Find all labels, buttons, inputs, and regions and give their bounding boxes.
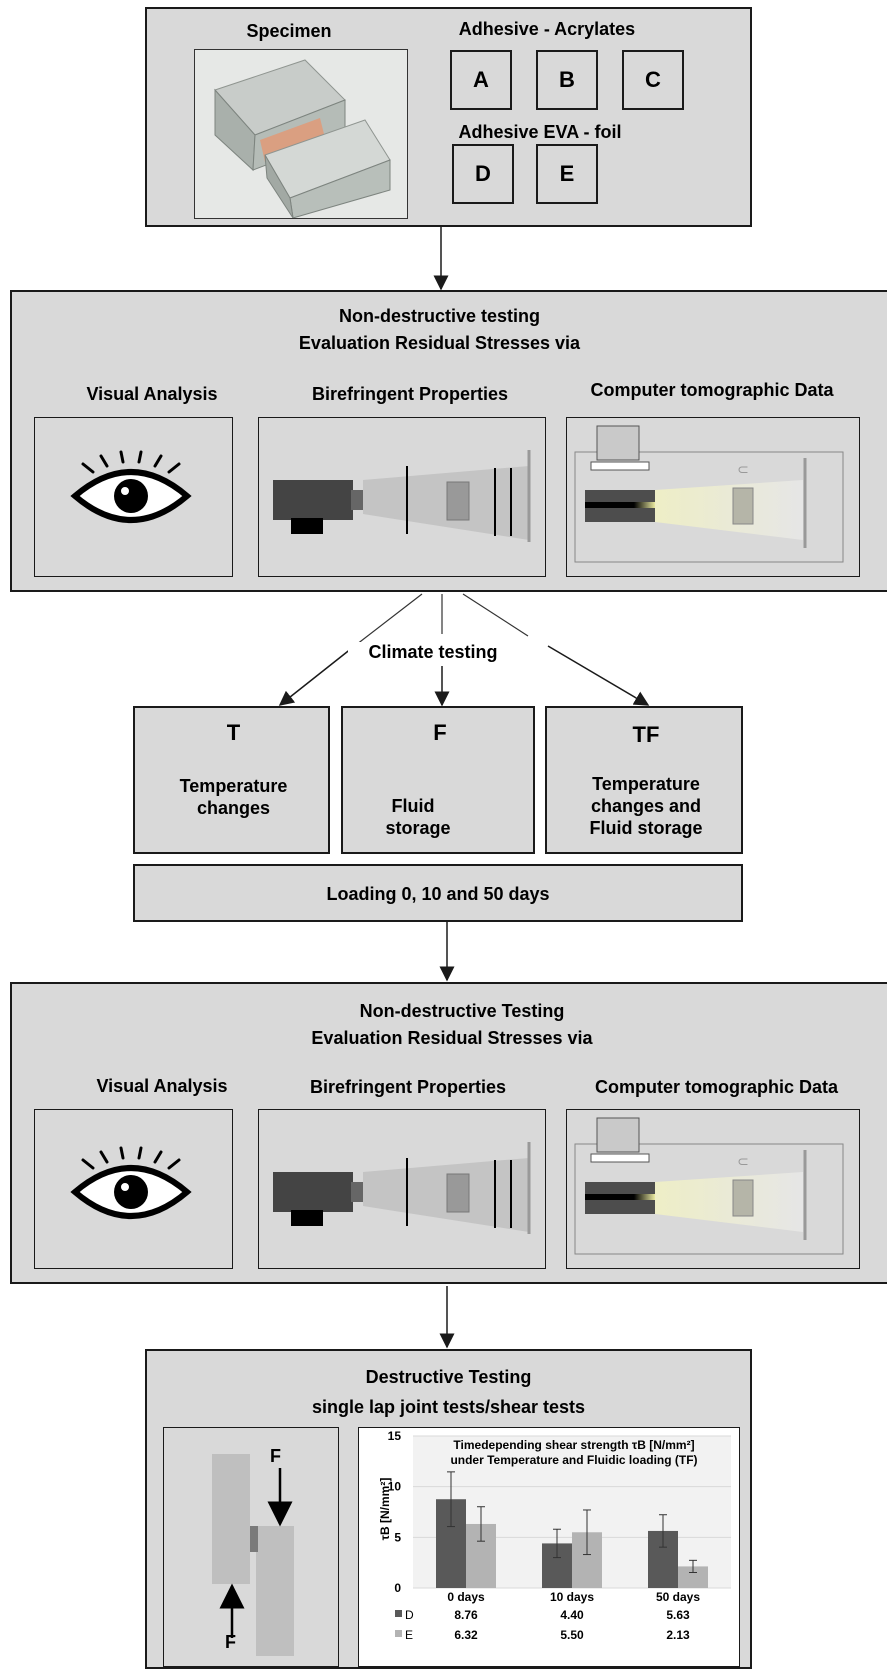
adhesive-a: A — [450, 50, 512, 110]
ndt-block-1: Non-destructive testing Evaluation Resid… — [10, 290, 887, 592]
force-label-top: F — [270, 1446, 281, 1466]
climate-testing-label: Climate testing — [348, 642, 518, 663]
data-label: 2.13 — [666, 1628, 690, 1642]
acrylates-label: Adhesive - Acrylates — [458, 19, 636, 39]
climate-F-line2: storage — [385, 818, 451, 838]
ndt2-title-line2: Evaluation Residual Stresses via — [311, 1028, 593, 1048]
climate-T-code: T — [226, 720, 241, 745]
y-tick-label: 10 — [388, 1480, 402, 1494]
ndt2-visual-label: Visual Analysis — [96, 1076, 228, 1096]
climate-F-code: F — [433, 720, 447, 745]
shear-strength-chart: 0 5 10 15 0 days 10 days 50 days D 8.76 4.40 5.6… — [388, 1429, 731, 1642]
ndt1-title-line2: Evaluation Residual Stresses via — [298, 333, 581, 353]
legend-label-D: D — [405, 1608, 414, 1622]
destructive-block: Destructive Testing single lap joint tes… — [145, 1349, 752, 1669]
loading-panel: Loading 0, 10 and 50 days — [133, 864, 743, 922]
ndt2-ct-label: Computer tomographic Data — [594, 1077, 839, 1097]
adhesive-c: C — [622, 50, 684, 110]
legend-swatch-D — [395, 1610, 402, 1617]
y-tick-label: 0 — [394, 1581, 401, 1595]
data-label: 6.32 — [454, 1628, 478, 1642]
polariscope-illustration — [273, 1142, 531, 1234]
adhesive-d: D — [452, 144, 514, 204]
eva-label: Adhesive EVA - foil — [458, 122, 622, 142]
y-tick-label: 5 — [394, 1530, 401, 1544]
data-label: 5.63 — [666, 1608, 690, 1622]
ndt1-birefringent-panel — [258, 417, 546, 577]
climate-TF-panel: TF Temperature changes and Fluid storage — [545, 706, 743, 854]
ndt2-birefringent-panel — [258, 1109, 546, 1269]
lap-joint-panel: F F — [163, 1427, 339, 1667]
destructive-title-line2: single lap joint tests/shear tests — [311, 1397, 586, 1417]
data-label: 5.50 — [560, 1628, 584, 1642]
shear-chart-panel: 0 5 10 15 0 days 10 days 50 days D 8.76 4.40 5.6… — [358, 1427, 740, 1667]
ndt2-title-line1: Non-destructive Testing — [359, 1001, 565, 1021]
ct-scanner-illustration: ⊂ — [574, 1117, 844, 1255]
ndt1-visual-label: Visual Analysis — [86, 384, 218, 404]
x-tick-label: 10 days — [550, 1590, 594, 1604]
legend-swatch-E — [395, 1630, 402, 1637]
chart-y-axis-label: τB [N/mm²] — [378, 1477, 392, 1541]
ndt2-visual-panel — [34, 1109, 233, 1269]
chart-title-line2: under Temperature and Fluidic loading (T… — [450, 1453, 698, 1467]
climate-F-panel: F Fluid storage — [341, 706, 535, 854]
legend-label-E: E — [405, 1628, 413, 1642]
ndt2-birefringent-label: Birefringent Properties — [309, 1077, 507, 1097]
svg-text:⊂: ⊂ — [737, 1154, 749, 1170]
polariscope-illustration — [273, 450, 531, 542]
loading-label: Loading 0, 10 and 50 days — [326, 884, 550, 904]
climate-TF-line2: changes and — [590, 796, 702, 816]
specimen-label: Specimen — [246, 21, 332, 41]
data-label: 8.76 — [454, 1608, 478, 1622]
climate-T-line1: Temperature — [179, 776, 288, 796]
specimen-photo — [194, 49, 408, 219]
arrow-to-T — [278, 647, 353, 706]
climate-block: T Temperature changes F Fluid storage TF… — [133, 706, 743, 922]
ct-scanner-illustration: ⊂ — [574, 425, 844, 563]
lap-joint-illustration — [212, 1454, 294, 1656]
adhesive-b: B — [536, 50, 598, 110]
chart-title-line1: Timedepending shear strength τB [N/mm²] — [453, 1438, 695, 1452]
climate-TF-line1: Temperature — [592, 774, 700, 794]
ndt2-ct-panel: ⊂ — [566, 1109, 860, 1269]
y-tick-label: 15 — [388, 1429, 402, 1443]
arrow-to-TF — [547, 645, 650, 706]
x-tick-label: 50 days — [656, 1590, 700, 1604]
eye-icon — [70, 1146, 192, 1219]
destructive-title-line1: Destructive Testing — [365, 1367, 532, 1387]
ndt1-ct-label: Computer tomographic Data — [590, 380, 834, 400]
bar-E-2 — [678, 1566, 708, 1588]
ndt1-title-line1: Non-destructive testing — [338, 306, 541, 326]
ndt1-birefringent-label: Birefringent Properties — [311, 384, 509, 404]
adhesive-e: E — [536, 144, 598, 204]
eye-icon — [70, 450, 192, 523]
climate-T-line2: changes — [196, 798, 271, 818]
specimen-block: Specimen Adhesive - Acrylates A B C Adhe… — [145, 7, 752, 227]
ndt1-ct-panel: ⊂ — [566, 417, 860, 577]
climate-F-line1: Fluid — [391, 796, 435, 816]
data-label: 4.40 — [560, 1608, 584, 1622]
svg-text:⊂: ⊂ — [737, 462, 749, 478]
climate-T-panel: T Temperature changes — [133, 706, 330, 854]
split-line-left — [351, 593, 423, 649]
climate-TF-line3: Fluid storage — [589, 818, 703, 838]
climate-TF-code: TF — [632, 722, 660, 747]
ndt-block-2: Non-destructive Testing Evaluation Resid… — [10, 982, 887, 1284]
force-label-bottom: F — [225, 1632, 236, 1652]
ndt1-visual-panel — [34, 417, 233, 577]
split-line-right — [462, 593, 529, 637]
x-tick-label: 0 days — [447, 1590, 485, 1604]
